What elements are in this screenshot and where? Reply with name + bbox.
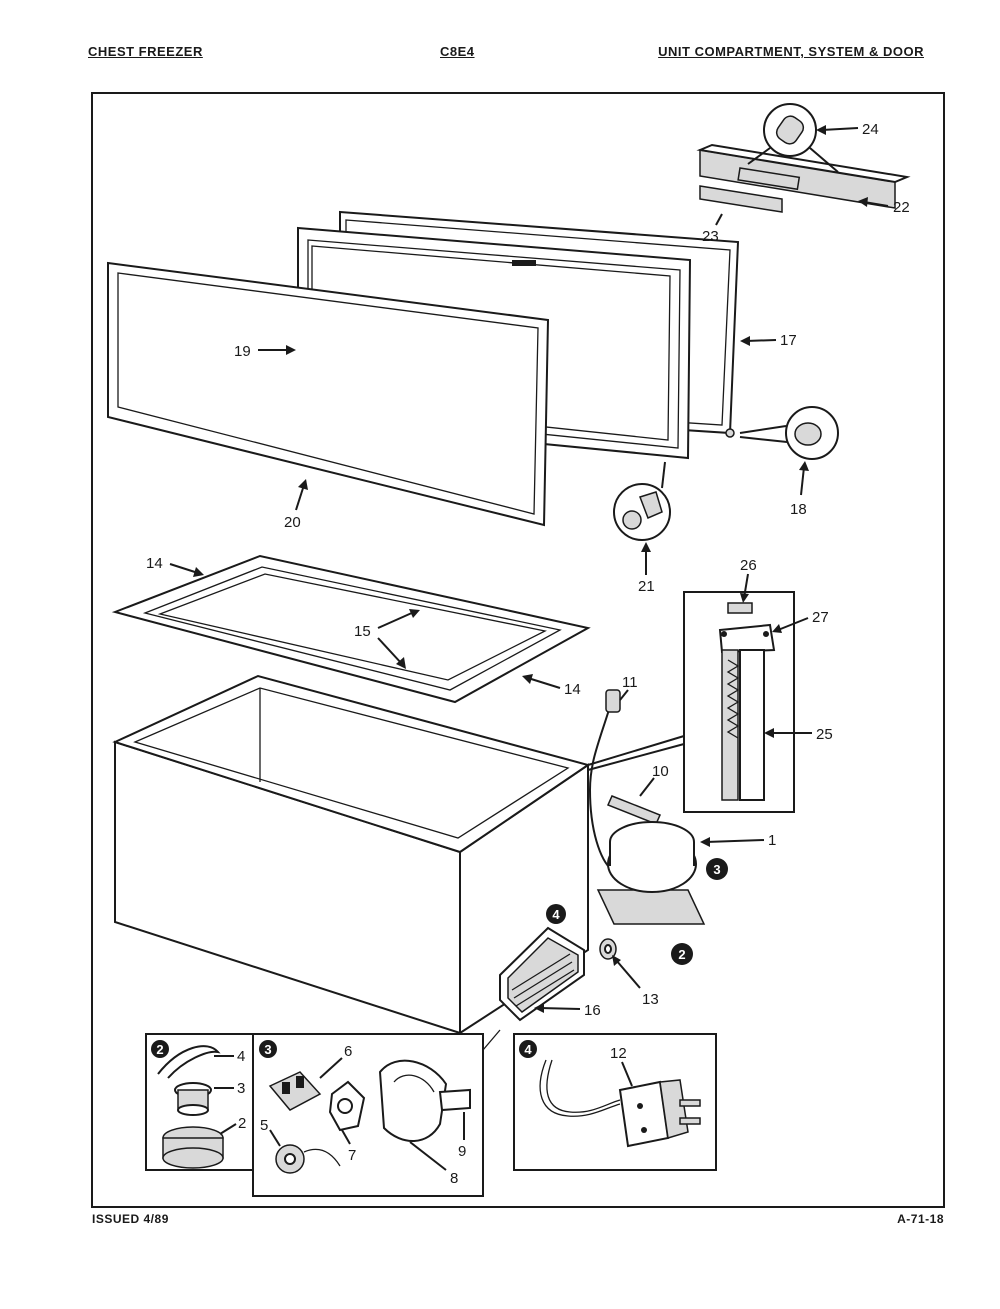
compressor	[596, 821, 706, 925]
callout-numbers: 24 22 23 17 19 20 18 21 14 14 15 11 10 1…	[146, 121, 910, 1187]
callout-26: 26	[740, 557, 757, 574]
callout-4: 4	[237, 1048, 245, 1065]
badge-3: 3	[713, 862, 720, 877]
compressor-badges: 3 2 4	[546, 858, 728, 965]
callout-14-left: 14	[146, 555, 163, 572]
header-title-left: CHEST FREEZER	[88, 44, 203, 59]
callout-8: 8	[450, 1170, 458, 1187]
callout-15: 15	[354, 623, 371, 640]
callout-1: 1	[768, 832, 776, 849]
detail-box-2: 2	[145, 1033, 255, 1171]
detail-box-3: 3	[252, 1033, 484, 1197]
detail-circle-18	[739, 406, 839, 460]
callout-24: 24	[862, 121, 879, 138]
callout-2: 2	[238, 1115, 246, 1132]
callout-5: 5	[260, 1117, 268, 1134]
badge-2: 2	[678, 947, 685, 962]
callout-6: 6	[344, 1043, 352, 1060]
callout-20: 20	[284, 514, 301, 531]
callout-9: 9	[458, 1143, 466, 1160]
drier-10	[606, 795, 662, 825]
callout-14-right: 14	[564, 681, 581, 698]
footer-page-code: A-71-18	[897, 1212, 944, 1226]
callout-23: 23	[702, 228, 719, 245]
callout-13: 13	[642, 991, 659, 1008]
callout-7: 7	[348, 1147, 356, 1164]
badge-4: 4	[552, 907, 560, 922]
hinge-detail-box	[587, 591, 795, 813]
callout-17: 17	[780, 332, 797, 349]
header-title-right: UNIT COMPARTMENT, SYSTEM & DOOR	[658, 44, 924, 59]
callout-21: 21	[638, 578, 655, 595]
handle-part	[696, 143, 911, 213]
callout-3: 3	[237, 1080, 245, 1097]
breaker-strip-14	[111, 554, 591, 704]
grommet-13	[599, 938, 617, 960]
callout-19: 19	[234, 343, 251, 360]
detail-box-4: 4	[513, 1033, 717, 1171]
leader-lines	[169, 125, 889, 1171]
callout-11: 11	[622, 674, 638, 691]
svg-text:4: 4	[524, 1042, 532, 1057]
power-cord	[588, 689, 621, 871]
footer-issued: ISSUED 4/89	[92, 1212, 169, 1226]
callout-10: 10	[652, 763, 669, 780]
svg-text:3: 3	[264, 1042, 271, 1057]
detail-circle-21	[613, 461, 671, 541]
door-gasket-20	[107, 261, 550, 527]
header-model: C8E4	[440, 44, 475, 59]
callout-25: 25	[816, 726, 833, 743]
access-panel-16	[499, 926, 585, 1022]
detail-circle-24	[747, 103, 839, 173]
callout-12: 12	[610, 1045, 627, 1062]
callout-18: 18	[790, 501, 807, 518]
callout-27: 27	[812, 609, 829, 626]
diagram-frame	[91, 92, 945, 1208]
svg-text:2: 2	[156, 1042, 163, 1057]
callout-16: 16	[584, 1002, 601, 1019]
callout-22: 22	[893, 199, 910, 216]
